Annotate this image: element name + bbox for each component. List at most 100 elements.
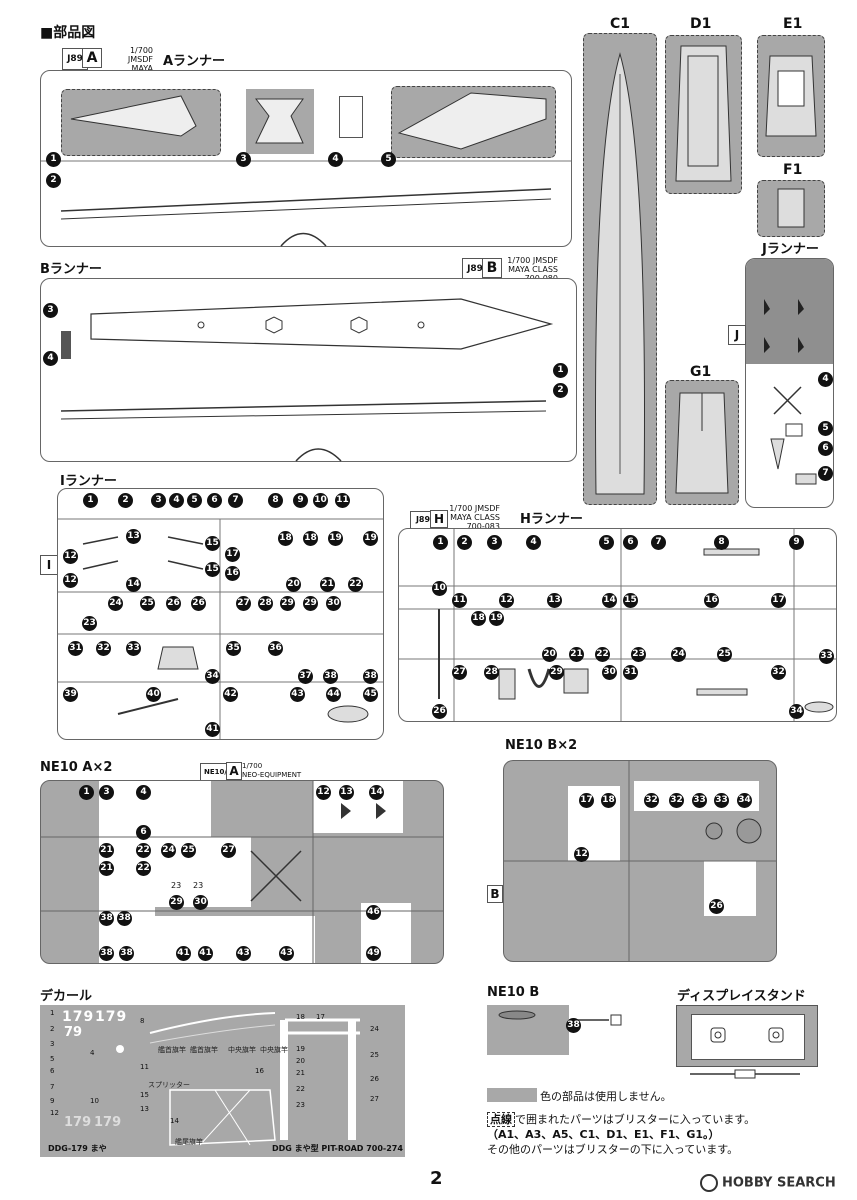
runner-a-tag-letter: A: [82, 48, 102, 68]
part-f1-blister: [757, 180, 825, 237]
part-i7-number: 7: [228, 493, 243, 508]
decal-index-7: 7: [50, 1083, 55, 1091]
part-h32-number: 32: [771, 665, 786, 680]
part-ne10a43-number-a: 43: [236, 946, 251, 961]
runner-b-drawing: [60, 298, 554, 462]
runner-a-label: Aランナー: [163, 54, 226, 69]
part-i37-number: 37: [298, 669, 313, 684]
ne10a-used-area-1: [99, 781, 211, 837]
runner-b-label: Bランナー: [40, 262, 102, 277]
section-title: ■部品図: [40, 25, 96, 41]
part-h33-number: 33: [819, 649, 834, 664]
part-b3-number: 3: [43, 303, 58, 318]
decal-index-21: 21: [296, 1069, 305, 1077]
decal-index-25: 25: [370, 1051, 379, 1059]
decal-index-6: 6: [50, 1067, 55, 1075]
display-stand-holes: [710, 1027, 784, 1043]
part-ne10a46-number: 46: [366, 905, 381, 920]
part-i3-number: 3: [151, 493, 166, 508]
part-h16-number: 16: [704, 593, 719, 608]
part-i43-number: 43: [290, 687, 305, 702]
runner-j-parts: [770, 386, 817, 485]
part-i17-number: 17: [225, 547, 240, 562]
decal-small-label-4: 中央旗竿: [260, 1046, 288, 1054]
runner-b-tag-scale: 1/700 JMSDF: [507, 256, 558, 265]
part-i21-number: 21: [320, 577, 335, 592]
part-i22-number: 22: [348, 577, 363, 592]
part-i36-number: 36: [268, 641, 283, 656]
part-ne10a22-number-a: 22: [136, 843, 151, 858]
part-i15-number-a: 15: [205, 536, 220, 551]
part-i20-number: 20: [286, 577, 301, 592]
part-ne10b26-number: 26: [709, 899, 724, 914]
part-i15-number-b: 15: [205, 562, 220, 577]
part-ne10a27-number: 27: [221, 843, 236, 858]
part-i40-number: 40: [146, 687, 161, 702]
part-i28-number: 28: [258, 596, 273, 611]
part-d1-label: D1: [690, 16, 712, 32]
part-h3-number: 3: [487, 535, 502, 550]
part-ne10a38-number-d: 38: [119, 946, 134, 961]
legend-note-line-1: 点線で囲まれたパーツはブリスターに入っています。: [487, 1112, 817, 1127]
legend-note: 点線で囲まれたパーツはブリスターに入っています。 （A1、A3、A5、C1、D1…: [487, 1112, 817, 1157]
decal-index-12: 12: [50, 1109, 59, 1117]
runner-h-tag-letter: H: [430, 510, 448, 528]
part-i10-number: 10: [313, 493, 328, 508]
part-ne10a38-number-b: 38: [117, 911, 132, 926]
part-h13-number: 13: [547, 593, 562, 608]
part-ne10a6-number: 6: [136, 825, 151, 840]
decal-index-23: 23: [296, 1101, 305, 1109]
runner-h-tag-class: MAYA CLASS: [450, 513, 500, 522]
part-ne10a4-number: 4: [136, 785, 151, 800]
part-f1-label: F1: [783, 162, 803, 178]
part-h30-number: 30: [602, 665, 617, 680]
part-ne10b33-number-b: 33: [714, 793, 729, 808]
part-h8-number: 8: [714, 535, 729, 550]
watermark: HOBBY SEARCH: [700, 1174, 836, 1192]
decal-artwork: [116, 1012, 360, 1146]
part-i30-number: 30: [326, 596, 341, 611]
display-stand-part: [676, 1005, 818, 1067]
legend-note-line-1-text: で囲まれたパーツはブリスターに入っています。: [515, 1113, 756, 1126]
part-h14-number: 14: [602, 593, 617, 608]
decal-small-label-2: 艦首旗竿: [190, 1046, 218, 1054]
decal-label: デカール: [40, 989, 93, 1004]
part-ne10a38-number-c: 38: [99, 946, 114, 961]
decal-index-17: 17: [316, 1013, 325, 1021]
runner-ne10b-single-label: NE10 B: [487, 985, 540, 1000]
decal-index-8: 8: [140, 1017, 145, 1025]
part-i26-number-a: 26: [166, 596, 181, 611]
runner-j-unused-parts: [764, 299, 804, 353]
part-i2-number: 2: [118, 493, 133, 508]
part-i12-number-a: 12: [63, 549, 78, 564]
ne10a-used-area-2: [99, 837, 155, 963]
decal-number-79: 79: [64, 1025, 83, 1040]
runner-i-label: Iランナー: [60, 474, 117, 489]
part-ne10a24-number: 24: [161, 843, 176, 858]
part-i5-number: 5: [187, 493, 202, 508]
runner-ne10a-tag-letter: A: [226, 762, 242, 780]
runner-ne10a-tag-class: NEO-EQUIPMENT: [242, 771, 302, 779]
part-h26-number: 26: [432, 704, 447, 719]
decal-index-9: 9: [50, 1097, 55, 1105]
part-ne10b32-number-a: 32: [644, 793, 659, 808]
part-h1-number: 1: [433, 535, 448, 550]
part-ne10a1-number: 1: [79, 785, 94, 800]
part-ne10a30-number: 30: [193, 895, 208, 910]
part-i42-number: 42: [223, 687, 238, 702]
display-stand-sprue: [690, 1069, 800, 1079]
decal-index-3: 3: [50, 1040, 55, 1048]
part-ne10a29-number: 29: [169, 895, 184, 910]
part-a3-number: 3: [236, 152, 251, 167]
part-h21-number: 21: [569, 647, 584, 662]
part-c1-hull: [595, 52, 645, 495]
part-i14-number: 14: [126, 577, 141, 592]
decal-index-24: 24: [370, 1025, 379, 1033]
runner-ne10a-frame: 1 3 4 6 21 22 21 22 24 25 27 29 30 12 13…: [40, 780, 444, 964]
part-d1-deck: [675, 45, 732, 182]
part-i18-number-a: 18: [278, 531, 293, 546]
decal-caption-right: DDG まや型 PIT-ROAD 700-274: [272, 1144, 403, 1153]
part-i19-number-a: 19: [328, 531, 343, 546]
part-j4-number: 4: [818, 372, 833, 387]
decal-index-15: 15: [140, 1091, 149, 1099]
